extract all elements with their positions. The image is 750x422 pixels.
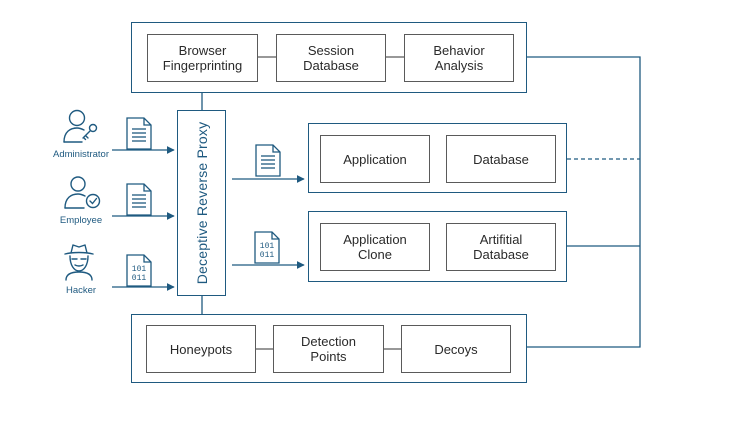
clone-application-group	[308, 211, 567, 282]
honeypots-box: Honeypots	[146, 325, 256, 373]
session-database-box: Session Database	[276, 34, 386, 82]
binary-line: 011	[131, 274, 147, 283]
administrator-key-icon	[63, 109, 98, 143]
binary-file-icon: 101 011	[126, 254, 152, 287]
hacker-spy-icon	[64, 244, 94, 281]
actor-label-employee: Employee	[59, 215, 103, 226]
right-bus-line	[527, 56, 641, 348]
binary-line: 101	[131, 265, 147, 274]
document-icon	[255, 144, 281, 177]
deception-group	[131, 314, 527, 383]
decoys-box: Decoys	[401, 325, 511, 373]
binary-line: 011	[259, 251, 275, 260]
binary-line: 101	[259, 242, 275, 251]
actor-label-hacker: Hacker	[65, 285, 97, 296]
actor-label-administrator: Administrator	[53, 149, 109, 160]
binary-file-icon: 101 011	[254, 231, 280, 264]
application-box: Application	[320, 135, 430, 183]
document-icon	[126, 183, 152, 216]
proxy-label: Deceptive Reverse Proxy	[193, 121, 210, 285]
real-application-group	[308, 123, 567, 193]
employee-check-icon	[64, 176, 101, 209]
behavior-analysis-box: Behavior Analysis	[404, 34, 514, 82]
tracking-group	[131, 22, 527, 93]
detection-points-box: Detection Points	[273, 325, 384, 373]
browser-fingerprinting-box: Browser Fingerprinting	[147, 34, 258, 82]
database-box: Database	[446, 135, 556, 183]
artificial-database-box: Artifitial Database	[446, 223, 556, 271]
application-clone-box: Application Clone	[320, 223, 430, 271]
deceptive-reverse-proxy: Deceptive Reverse Proxy	[177, 110, 226, 296]
document-icon	[126, 117, 152, 150]
